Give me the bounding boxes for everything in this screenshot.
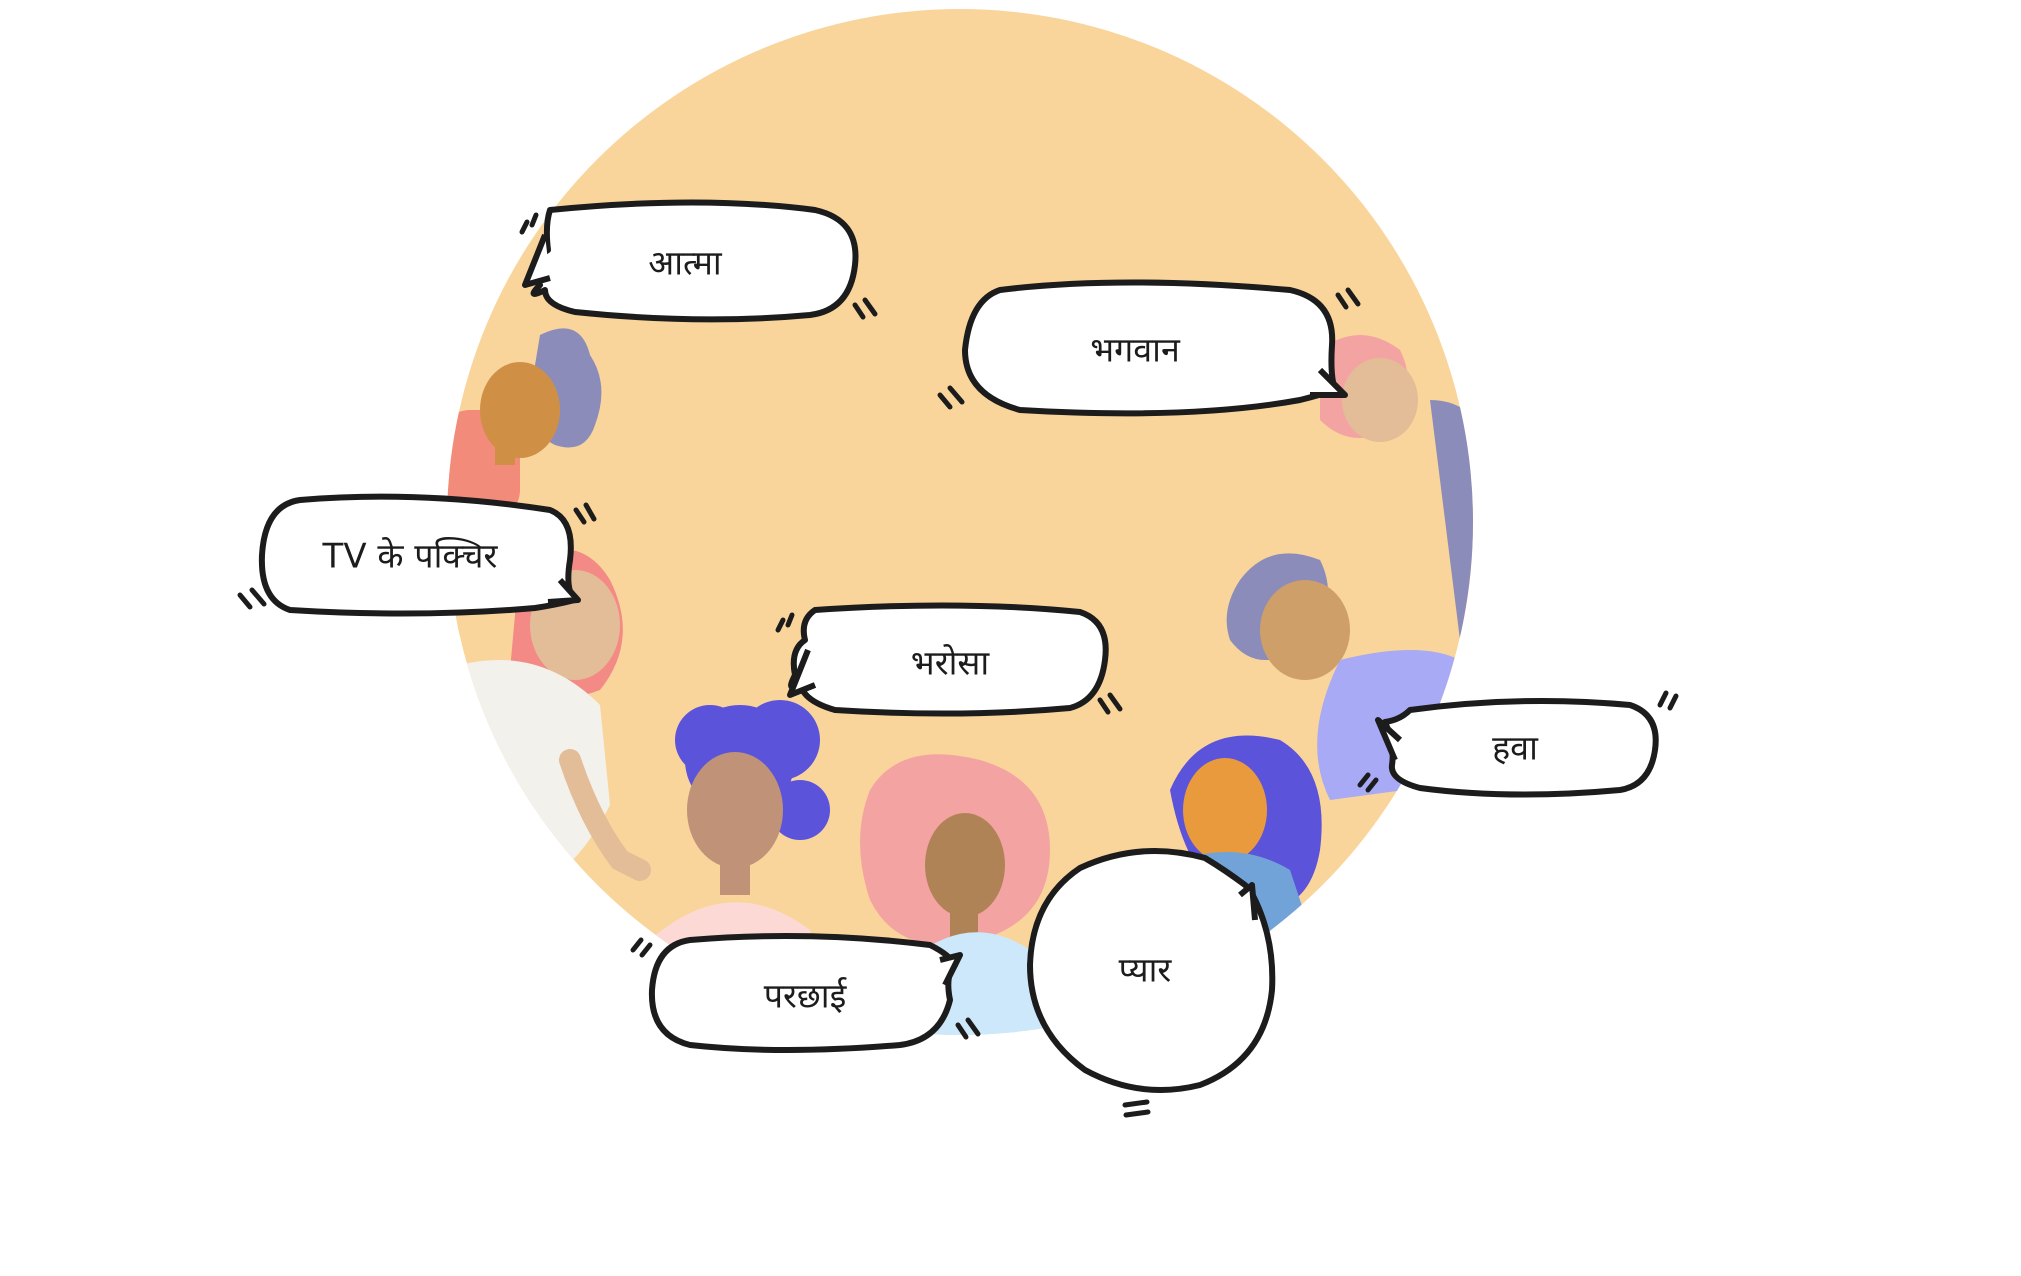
speech-bubble-tv-pictures: TV के पक्चिर	[237, 493, 597, 617]
speech-bubble-pyaar: प्यार	[1027, 847, 1276, 1118]
bubble-label-tv-pictures: TV के पक्चिर	[322, 537, 499, 577]
person-top-right	[1320, 335, 1473, 640]
speech-bubble-aatma: आत्मा	[519, 199, 878, 323]
bubble-label-hawa: हवा	[1492, 729, 1539, 769]
bubble-label-pyaar: प्यार	[1119, 951, 1173, 991]
bubble-label-bhagwan: भगवान	[1090, 331, 1181, 371]
speech-bubble-bharosa: भरोसा	[775, 602, 1123, 717]
speech-bubble-parchhai: परछाई	[630, 933, 981, 1053]
speech-bubble-hawa: हवा	[1357, 690, 1679, 798]
bubble-label-aatma: आत्मा	[648, 244, 723, 284]
bubble-label-bharosa: भरोसा	[911, 644, 991, 684]
person-top-left	[447, 328, 602, 520]
bubble-label-parchhai: परछाई	[764, 977, 848, 1017]
speech-bubble-bhagwan: भगवान	[937, 279, 1361, 417]
